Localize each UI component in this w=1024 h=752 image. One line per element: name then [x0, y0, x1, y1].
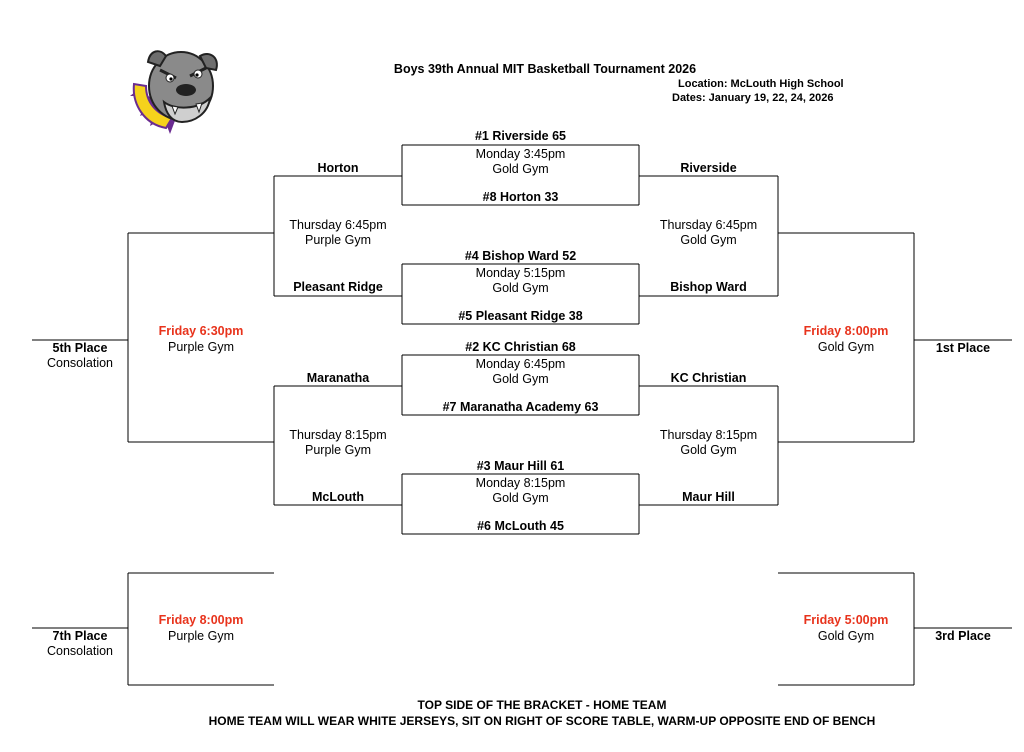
tournament-location: Location: McLouth High School [678, 78, 844, 90]
consolation-semi-1-lines [273, 175, 402, 297]
first-round-box-2 [401, 263, 640, 325]
place-label: 7th Place [52, 629, 108, 643]
bottom-team: Maur Hill [682, 490, 735, 504]
footer-line-2: HOME TEAM WILL WEAR WHITE JERSEYS, SIT O… [208, 714, 876, 728]
winner-semi-2-lines [639, 385, 779, 506]
consolation-semi-2-lines [273, 385, 402, 506]
top-seed: #4 Bishop Ward 52 [464, 249, 577, 263]
game-time: Monday 5:15pm [475, 266, 566, 280]
game-time: Monday 8:15pm [475, 476, 566, 490]
game-time: Thursday 6:45pm [289, 218, 387, 232]
top-team: Maranatha [306, 371, 370, 385]
game-time: Friday 6:30pm [158, 324, 244, 338]
game-time: Monday 3:45pm [475, 147, 566, 161]
first-round-box-3 [401, 354, 640, 416]
tournament-dates: Dates: January 19, 22, 24, 2026 [672, 92, 834, 104]
game-gym: Gold Gym [817, 629, 875, 643]
top-seed: #3 Maur Hill 61 [476, 459, 565, 473]
bottom-team: Bishop Ward [670, 280, 747, 294]
game-gym: Gold Gym [680, 233, 737, 247]
first-round-box-1 [401, 144, 640, 206]
first-place-lines [778, 232, 1012, 443]
game-gym: Gold Gym [492, 281, 549, 295]
game-gym: Purple Gym [305, 443, 371, 457]
first-round-box-4 [401, 473, 640, 535]
game-time: Friday 8:00pm [158, 613, 244, 627]
bottom-seed: #7 Maranatha Academy 63 [442, 400, 599, 414]
game-gym: Gold Gym [492, 491, 549, 505]
place-label: 1st Place [935, 341, 991, 355]
bottom-seed: #8 Horton 33 [482, 190, 559, 204]
place-label: 3rd Place [935, 629, 991, 643]
place-sublabel: Consolation [46, 644, 113, 658]
top-team: Riverside [680, 161, 737, 175]
game-time: Monday 6:45pm [475, 357, 566, 371]
third-place-lines [778, 572, 1012, 686]
game-time: Thursday 8:15pm [659, 428, 758, 442]
footer-line-1: TOP SIDE OF THE BRACKET - HOME TEAM [417, 698, 667, 712]
winner-semi-1-lines [639, 175, 779, 297]
game-gym: Purple Gym [168, 629, 234, 643]
tournament-title: Boys 39th Annual MIT Basketball Tourname… [393, 62, 697, 76]
game-gym: Gold Gym [680, 443, 737, 457]
top-team: KC Christian [670, 371, 747, 385]
place-sublabel: Consolation [46, 356, 113, 370]
top-seed: #1 Riverside 65 [474, 129, 567, 143]
top-team: Horton [317, 161, 359, 175]
game-gym: Gold Gym [492, 372, 549, 386]
bottom-seed: #6 McLouth 45 [477, 519, 564, 533]
bottom-team: McLouth [311, 490, 365, 504]
game-time: Friday 8:00pm [803, 324, 889, 338]
fifth-place-lines [32, 232, 274, 443]
game-time: Friday 5:00pm [803, 613, 889, 627]
game-gym: Purple Gym [305, 233, 371, 247]
top-seed: #2 KC Christian 68 [465, 340, 576, 354]
game-time: Thursday 6:45pm [659, 218, 758, 232]
seventh-place-lines [32, 572, 274, 686]
game-time: Thursday 8:15pm [289, 428, 387, 442]
game-gym: Purple Gym [168, 340, 234, 354]
bulldog-mascot-icon [130, 50, 218, 134]
game-gym: Gold Gym [817, 340, 875, 354]
bottom-seed: #5 Pleasant Ridge 38 [458, 309, 583, 323]
place-label: 5th Place [52, 341, 108, 355]
bottom-team: Pleasant Ridge [293, 280, 383, 294]
game-gym: Gold Gym [492, 162, 549, 176]
